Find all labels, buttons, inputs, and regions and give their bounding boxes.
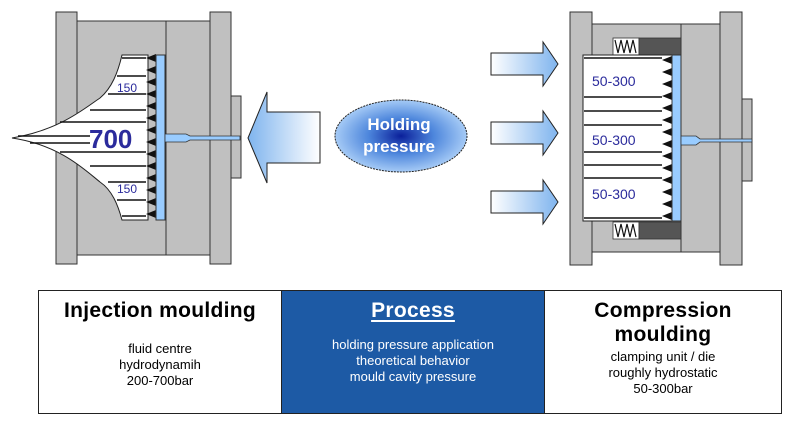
compression-line-3: 50-300bar [633,381,693,396]
spring-icon-top [614,39,637,54]
clamp-arrow-icon-1 [490,40,559,88]
compression-moulding-cell: Compression moulding clamping unit / die… [544,291,781,413]
process-cell: Process holding pressure application the… [282,291,544,413]
sprue [680,135,753,146]
part-cavity [155,54,166,221]
pressure-label-150-bottom: 150 [117,182,137,196]
holding-pressure-ellipse: Holding pressure [334,99,468,173]
clamp-arrow-icon-2 [490,109,559,157]
pressure-field [582,54,673,222]
comparison-table: Injection moulding fluid centre hydrodyn… [38,290,782,414]
process-title: Process [371,299,455,322]
compression-line-1: clamping unit / die [610,349,716,364]
process-line-2: theoretical behavior [356,353,470,368]
pressure-label-700: 700 [89,124,132,154]
pressure-label-3: 50-300 [592,186,636,202]
process-line-1: holding pressure application [332,337,494,352]
process-description: holding pressure application theoretical… [332,337,494,385]
injection-line-2: hydrodynamih [119,357,201,372]
sprue [164,133,241,143]
process-line-3: mould cavity pressure [349,369,477,384]
pressure-profile [11,54,149,221]
dark-block-top [638,37,682,56]
right-platen [719,11,743,266]
compression-line-2: roughly hydrostatic [608,365,718,380]
holding-pressure-arrow-icon [247,91,321,184]
pressure-lines [584,57,662,219]
pressure-label-150-top: 150 [117,81,137,95]
arrow-heads [146,54,156,218]
compression-description: clamping unit / die roughly hydrostatic … [608,349,717,397]
pressure-label-2: 50-300 [592,132,636,148]
injection-line-3: 200-700bar [126,373,194,388]
injection-moulding-cell: Injection moulding fluid centre hydrodyn… [39,291,282,413]
process-diagram: 700 150 150 Holding pressure [11,11,753,266]
clamp-arrow-icon-3 [490,178,559,226]
pressure-label-1: 50-300 [592,73,636,89]
injection-line-1: fluid centre [128,341,192,356]
ellipse-label-line2: pressure [363,137,435,156]
spring-icon-bottom [614,223,637,238]
injection-description: fluid centre hydrodynamih 200-700bar [119,341,201,389]
arrow-heads [662,56,672,220]
injection-title: Injection moulding [63,299,257,322]
injection-mould: 700 150 150 [11,11,242,265]
compression-title-line-1: Compression [594,299,732,322]
compression-title-line-2: moulding [614,323,712,346]
ellipse-label-line1: Holding [367,115,430,134]
compression-mould: 50-300 50-300 50-300 [490,11,753,266]
dark-block-bottom [638,221,682,240]
part-cavity [671,54,682,222]
pressure-lines [18,57,146,217]
